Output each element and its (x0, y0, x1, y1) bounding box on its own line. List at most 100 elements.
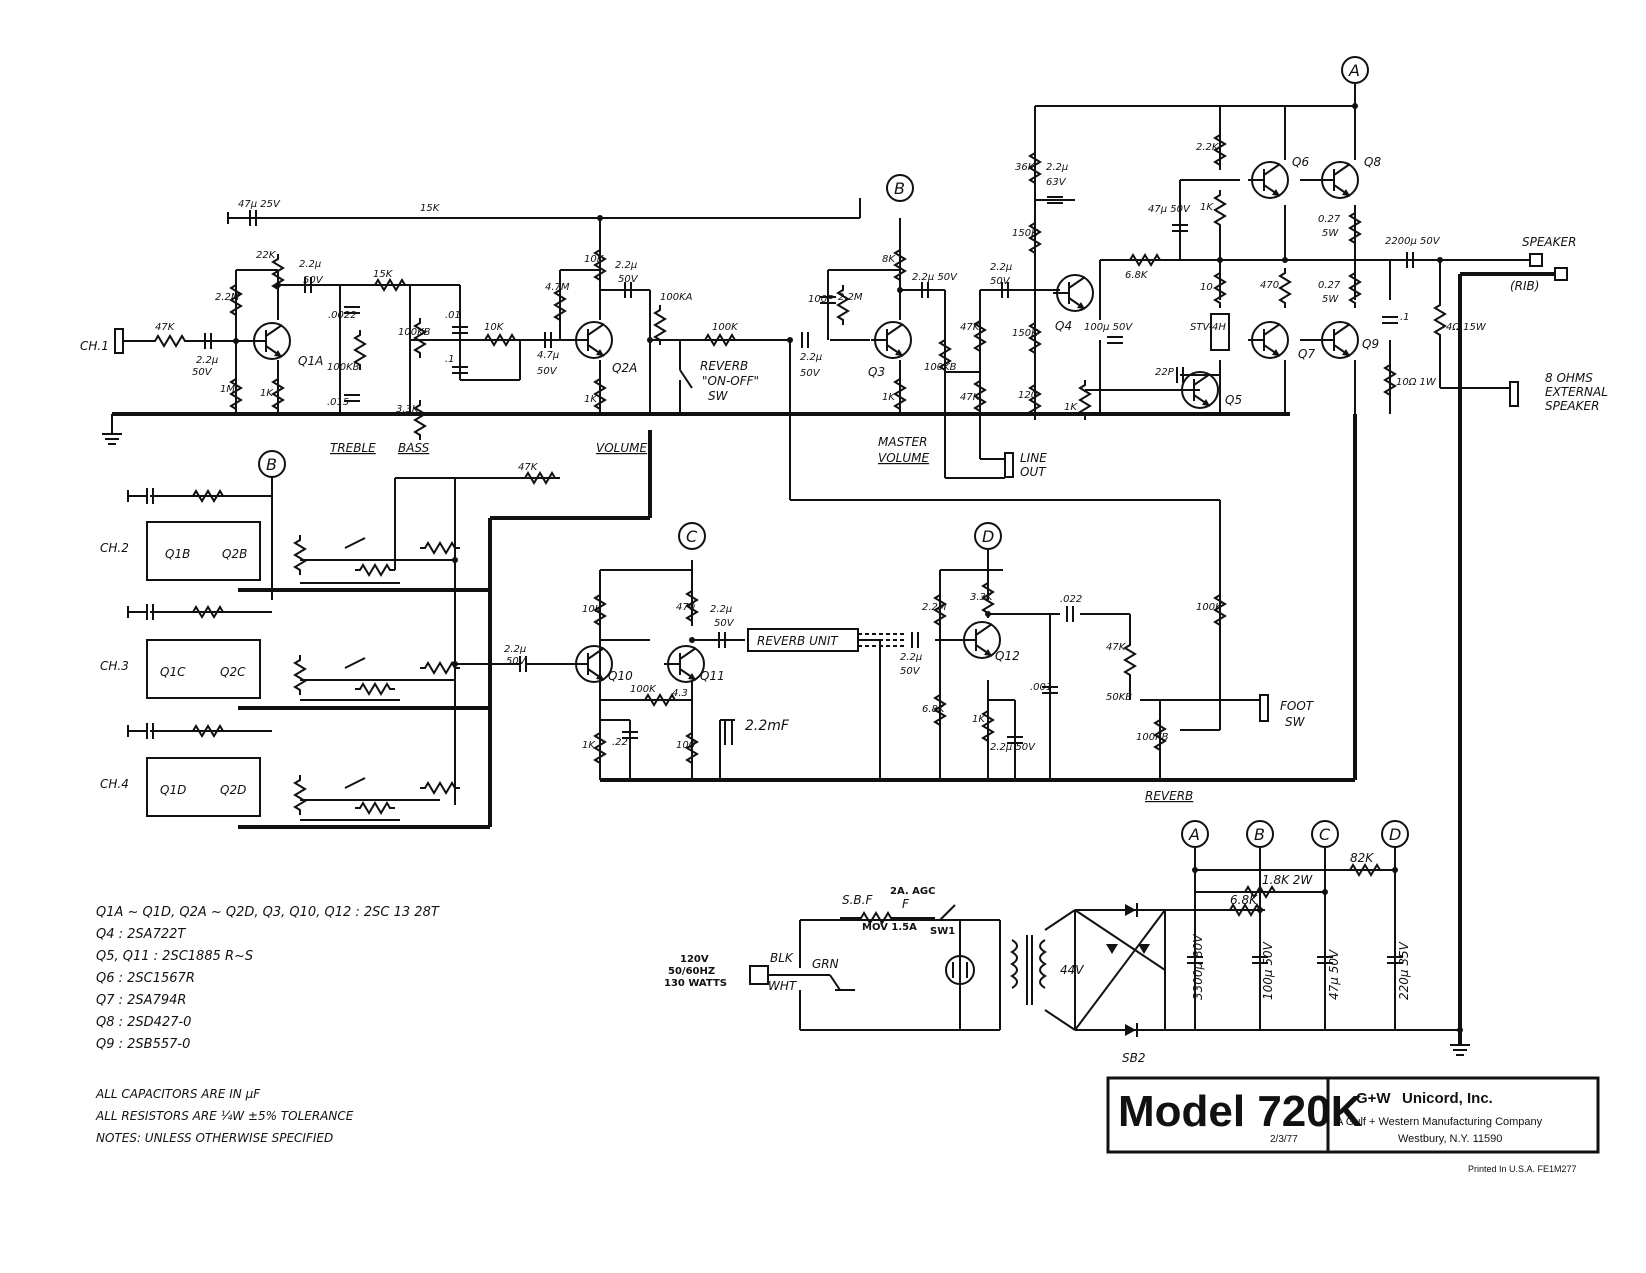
sbf-label: S.B.F (842, 893, 873, 907)
fuse-label: 2A. AGC (890, 886, 935, 897)
node-d-psu (1381, 820, 1409, 848)
diode-4 (1138, 944, 1150, 954)
val-r-10: 10 (1200, 282, 1213, 293)
val-r-22k-a: 22K (256, 250, 277, 261)
val-r-1k-q2: 1K (584, 394, 598, 405)
title-block-frame (1106, 1076, 1600, 1154)
val-c-47u50: 4.7µ (537, 350, 559, 361)
val-c-22u50-i2: 50V (900, 666, 921, 677)
ext-speaker-jack (1509, 381, 1519, 407)
ch2-label: CH.2 (100, 541, 129, 555)
ch4-label: CH.4 (100, 777, 129, 791)
general-note-0: ALL CAPACITORS ARE IN µF (95, 1087, 261, 1101)
val-r-33k-q12: 3.3K (970, 592, 994, 603)
ch3-switch (344, 657, 366, 669)
module-ch2 (146, 521, 261, 581)
val-r-15k-tone: 15K (373, 269, 394, 280)
node-d-reverb-label: D (982, 527, 994, 546)
val-r-100: 100 (676, 740, 695, 751)
q2a-label: Q2A (612, 361, 637, 375)
q7-label: Q7 (1298, 347, 1315, 361)
reverb-sw-label-3: SW (708, 389, 729, 403)
model-title: Model 720K (1118, 1087, 1363, 1136)
val-r-47k-q4b: 47K (960, 392, 981, 403)
speaker-label: SPEAKER (1522, 235, 1576, 249)
val-r-47k-in: 47K (155, 322, 176, 333)
node-c-psu (1311, 820, 1339, 848)
node-a-psu-label: A (1188, 825, 1200, 844)
module-ch4 (146, 757, 261, 817)
printed-note: Printed In U.S.A. FE1M277 (1468, 1164, 1577, 1174)
q12-label: Q12 (995, 649, 1020, 663)
val-r-1k-q4: 1K (1064, 402, 1078, 413)
ch4-switch (344, 777, 366, 789)
val-r-100k-fb: 100K (630, 684, 657, 695)
val-c-1: .1 (445, 354, 455, 365)
wht-label: WHT (768, 979, 798, 993)
mains-plug (749, 965, 769, 985)
val-c-22u50-h: 2.2µ (504, 644, 526, 655)
general-note-2: NOTES: UNLESS OTHERWISE SPECIFIED (96, 1131, 333, 1145)
val-r-1m-a: 1M (220, 384, 235, 395)
volume-label: VOLUME (596, 441, 647, 455)
val-r-10k-q10: 10K (582, 604, 603, 615)
val-r-68k-q12: 6.8K (922, 704, 946, 715)
val-r-027a2: 5W (1322, 228, 1339, 239)
company-address: Westbury, N.Y. 11590 (1398, 1133, 1502, 1145)
transistor-q9 (1317, 321, 1359, 359)
q5-label: Q5 (1225, 393, 1242, 407)
node-c-reverb (678, 522, 706, 550)
reverb-unit-label: REVERB UNIT (757, 634, 839, 648)
q3-label: Q3 (868, 365, 885, 379)
q10-label: Q10 (608, 669, 633, 683)
ch2-switch (344, 537, 366, 549)
val-r-36k: 36K (1015, 162, 1036, 173)
val-r-027b: 0.27 (1318, 280, 1341, 291)
rib-connector (1554, 267, 1568, 281)
val-c-22u50-d2: 50V (800, 368, 821, 379)
q4-label: Q4 (1055, 319, 1072, 333)
node-c-psu-label: C (1319, 825, 1331, 844)
parts-note-1: Q4 : 2SA722T (96, 927, 186, 942)
val-c-22u50-b: 2.2µ (299, 259, 321, 270)
sw1-label: SW1 (930, 926, 955, 937)
module-ch3-b: Q2C (220, 665, 246, 679)
ext-speaker-label-3: SPEAKER (1545, 399, 1599, 413)
val-c-22u50-e: 2.2µ 50V (912, 272, 958, 283)
c-3300-label: 3300µ 80V (1191, 934, 1205, 1000)
val-r-100kb-b: 100KB (327, 362, 360, 373)
node-b-psu-label: B (1254, 825, 1265, 844)
module-ch4-a: Q1D (160, 783, 186, 797)
val-r-47k-rv: 47K (1106, 642, 1127, 653)
transformer-primary (1010, 939, 1018, 989)
val-r-470: 470 (1260, 280, 1279, 291)
transistor-q1a (249, 322, 291, 360)
val-r-50kb: 50KB (1106, 692, 1132, 703)
transistor-q7 (1247, 321, 1289, 359)
val-c-47u50b: 47µ 50V (1148, 204, 1191, 215)
val-c-22u50-a: 2.2µ (196, 355, 218, 366)
val-c-022: .022 (1060, 594, 1082, 605)
node-b-left (258, 450, 286, 478)
neon-lamp (945, 955, 975, 985)
val-43: 4.3 (672, 688, 688, 699)
general-note-1: ALL RESISTORS ARE ¼W ±5% TOLERANCE (95, 1109, 354, 1123)
q9-label: Q9 (1362, 337, 1379, 351)
parts-note-2: Q5, Q11 : 2SC1885 R~S (96, 949, 253, 964)
val-c-22u50-c2: 50V (618, 274, 639, 285)
r-68k-psu-label: 6.8K (1230, 893, 1258, 907)
transistor-q4 (1052, 274, 1094, 312)
resistors (149, 129, 1446, 924)
node-d-psu-label: D (1389, 825, 1401, 844)
title-date: 2/3/77 (1270, 1134, 1298, 1145)
mains-label-1: 120V (680, 954, 709, 965)
val-r-47k-q4: 47K (960, 322, 981, 333)
val-c-22u50-f: 2.2µ (990, 262, 1012, 273)
module-ch4-b: Q2D (220, 783, 246, 797)
val-c-22u50-b2: 50V (303, 275, 324, 286)
val-r-15k-top: 15K (420, 203, 441, 214)
resistor-stv4h (1210, 313, 1230, 351)
val-c-22p: 22P (1155, 367, 1175, 378)
fuse-f-label: F (902, 897, 910, 911)
val-r-100kb-rv: 100KB (1136, 732, 1169, 743)
